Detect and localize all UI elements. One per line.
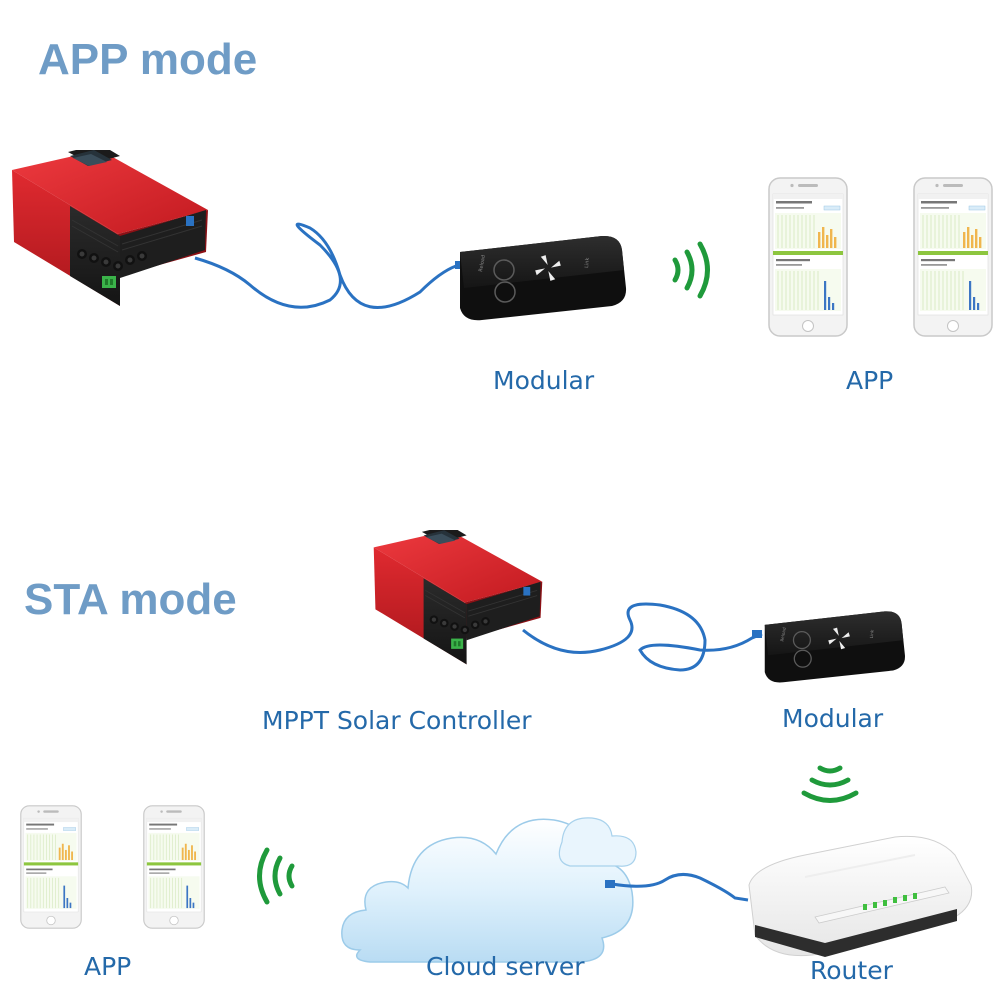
sta-mode-phone-wifi-signal <box>260 850 293 902</box>
app-mode-controller <box>11 150 209 307</box>
sta-mode-modular-box <box>764 610 906 684</box>
sta-mode-router-cable <box>611 873 749 902</box>
sta-mode-plug <box>752 630 762 638</box>
sta-mode-router-signal <box>804 768 856 801</box>
sta-mode-app-label: APP <box>84 952 132 981</box>
app-mode-heading: APP mode <box>38 35 258 84</box>
cloud-server-label: Cloud server <box>426 952 585 981</box>
app-mode-modular-box <box>459 235 627 321</box>
mppt-controller-label: MPPT Solar Controller <box>262 706 532 735</box>
app-mode-modular-label: Modular <box>493 366 595 395</box>
sta-mode-controller <box>373 530 543 665</box>
sta-mode-cable <box>522 602 763 672</box>
app-mode-wifi-signal <box>675 244 708 296</box>
sta-mode-heading: STA mode <box>24 575 237 624</box>
sta-mode-cloud <box>341 817 637 963</box>
sta-mode-cloud-plug <box>605 880 615 888</box>
sta-mode-modular-label: Modular <box>782 704 884 733</box>
router-label: Router <box>810 956 893 985</box>
sta-mode-phone-2 <box>143 805 205 929</box>
app-mode-phone-2 <box>913 177 993 337</box>
sta-mode-router <box>748 835 973 958</box>
app-mode-cable <box>194 222 463 309</box>
sta-mode-phone-1 <box>20 805 82 929</box>
app-mode-app-label: APP <box>846 366 894 395</box>
app-mode-phone-1 <box>768 177 848 337</box>
